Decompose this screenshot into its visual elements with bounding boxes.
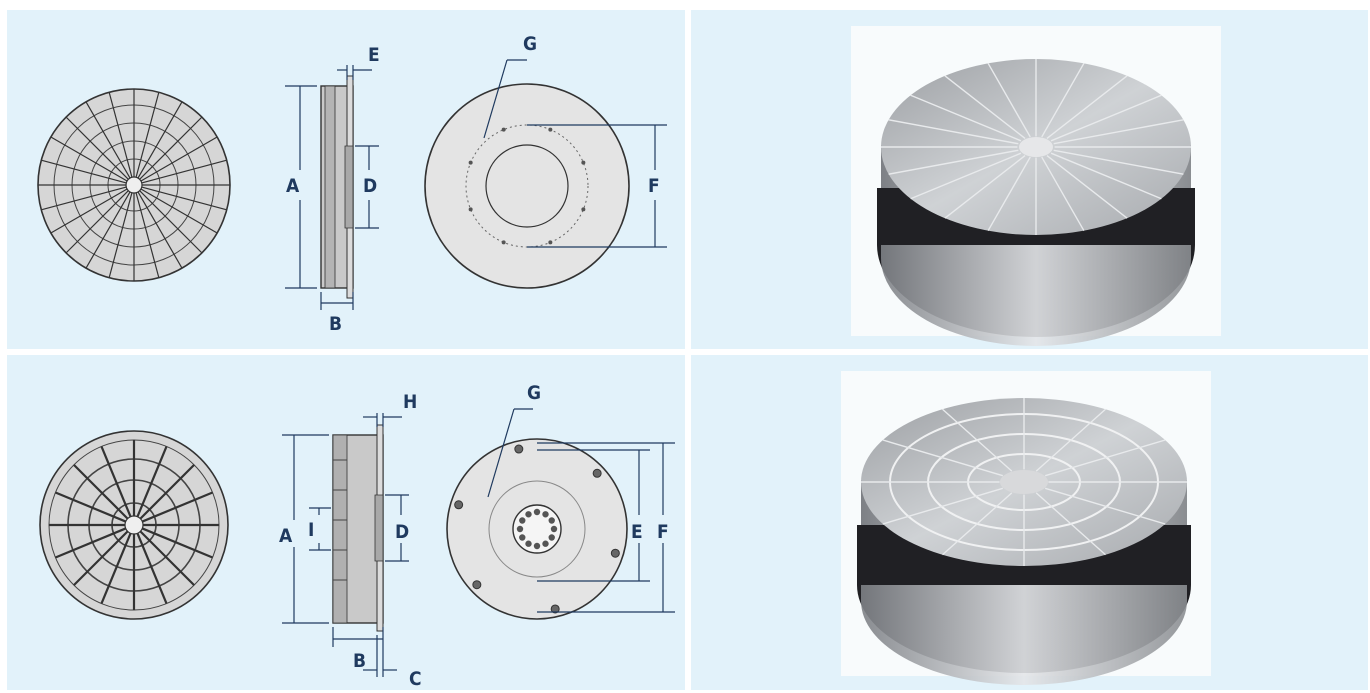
bottom-dim-label-g: G xyxy=(527,382,541,404)
bottom-front-view xyxy=(39,430,229,620)
top-technical-drawing-panel: A B D E F G xyxy=(7,10,685,349)
top-dim-label-d: D xyxy=(363,175,377,197)
top-back-view xyxy=(424,83,630,289)
bottom-dim-label-a: A xyxy=(279,525,293,547)
top-dim-label-a: A xyxy=(286,175,300,197)
bottom-dim-label-e: E xyxy=(631,521,643,543)
bottom-dimension-lines xyxy=(282,408,675,677)
bottom-dim-label-d: D xyxy=(395,521,409,543)
bottom-product-photo xyxy=(857,398,1191,685)
top-front-view xyxy=(37,88,231,282)
bottom-side-view xyxy=(332,424,384,632)
bottom-technical-drawing: A B C D E F G H I xyxy=(39,382,675,690)
top-technical-drawing: A B D E F G xyxy=(37,33,667,335)
bottom-dim-label-b: B xyxy=(353,650,366,672)
top-side-view xyxy=(320,75,354,299)
top-dim-label-g: G xyxy=(523,33,537,55)
top-product-photo-panel xyxy=(691,10,1368,349)
top-dimension-lines xyxy=(285,59,667,310)
top-dim-label-b: B xyxy=(329,313,342,335)
bottom-technical-drawing-panel: A B C D E F G H I xyxy=(7,355,685,690)
top-dim-label-e: E xyxy=(368,44,380,66)
bottom-product-photo-panel xyxy=(691,355,1368,690)
top-product-photo xyxy=(877,59,1195,346)
bottom-dim-label-f: F xyxy=(657,521,669,543)
top-dim-label-f: F xyxy=(648,175,660,197)
bottom-dim-label-c: C xyxy=(409,668,422,690)
bottom-dim-label-h: H xyxy=(403,391,417,413)
bottom-back-view xyxy=(446,438,628,620)
bottom-dim-label-i: I xyxy=(308,519,314,541)
